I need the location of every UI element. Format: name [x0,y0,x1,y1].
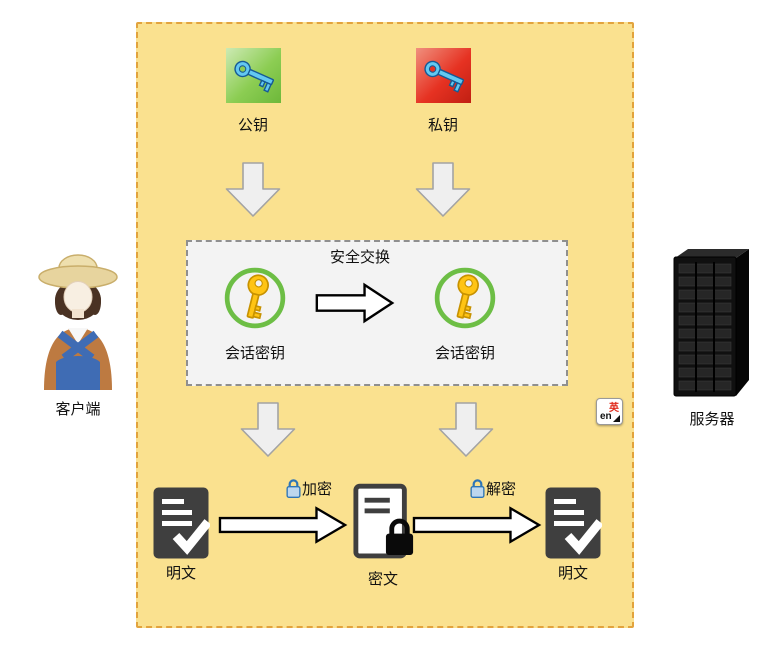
session-key-right-icon [431,264,499,332]
ciphertext-doc-icon [353,483,414,559]
private-key-icon [416,52,470,98]
server-label: 服务器 [689,411,735,428]
down-arrow-session-right [438,402,494,458]
session-key-left-label: 会话密钥 [224,345,285,362]
secure-exchange-arrow [315,282,395,324]
encrypt-arrow [218,504,348,546]
translate-badge[interactable]: 英 en [596,398,623,425]
session-key-right-label: 会话密钥 [434,345,495,362]
down-arrow-private [415,162,471,218]
public-key-icon [226,52,280,98]
decrypt-label: 解密 [486,481,517,498]
private-key-box [416,48,471,103]
server-tower-image [673,249,749,397]
plaintext-left-doc-icon [152,486,210,560]
plaintext-right-doc-icon [544,486,602,560]
decrypt-arrow [412,504,542,546]
secure-exchange-label: 安全交换 [329,249,390,266]
down-arrow-public [225,162,281,218]
public-key-box [226,48,281,103]
client-person-image [38,254,118,390]
plaintext-right-label: 明文 [557,565,588,582]
ciphertext-label: 密文 [367,571,398,588]
plaintext-left-label: 明文 [165,565,196,582]
public-key-label: 公钥 [237,117,268,134]
encrypt-label: 加密 [302,481,333,498]
translate-badge-cjk: 英 [609,403,619,414]
translate-badge-latin: en [600,411,612,422]
pen-icon [613,415,620,422]
session-key-left-icon [221,264,289,332]
decrypt-lock-icon [469,477,486,499]
private-key-label: 私钥 [427,117,458,134]
client-label: 客户端 [55,401,101,418]
down-arrow-session-left [240,402,296,458]
encrypt-lock-icon [285,477,302,499]
